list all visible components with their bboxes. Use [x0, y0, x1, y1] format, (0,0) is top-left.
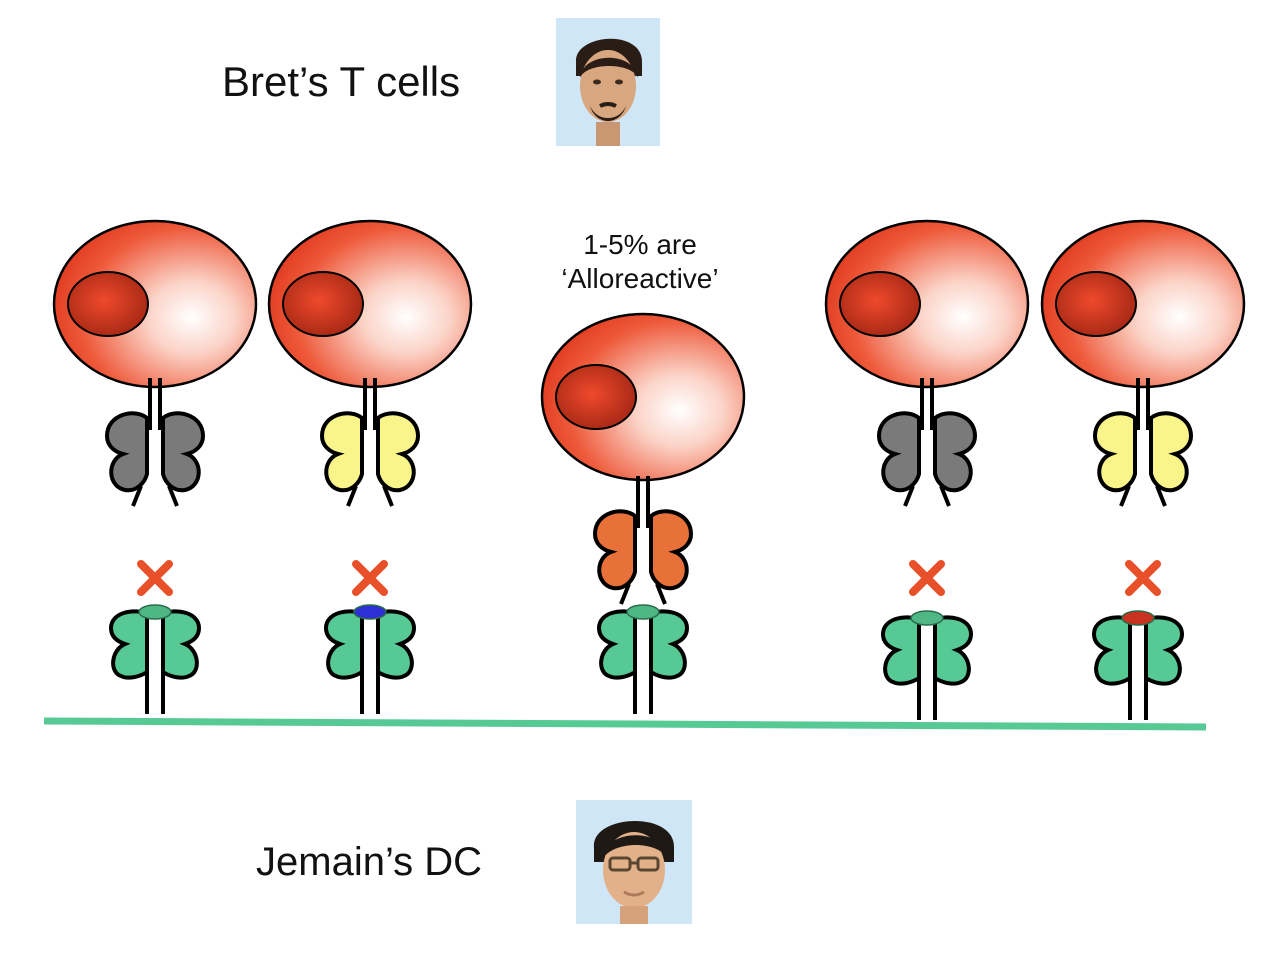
t-cell-2: [267, 219, 473, 389]
mhc-molecule-2: [323, 604, 417, 714]
mhc-molecule-1: [108, 604, 202, 714]
t-cell-receptor-3-stem: [636, 476, 650, 528]
t-cell-receptor-1-stem: [148, 378, 162, 430]
mhc-molecule-3-left-domain: [596, 609, 637, 680]
mhc-molecule-2-anchor: [360, 672, 380, 714]
t-cell-4: [824, 219, 1030, 389]
alloreactive-note-line2: ‘Alloreactive’: [561, 263, 719, 294]
alloreactive-note: 1-5% are ‘Alloreactive’: [540, 228, 740, 296]
t-cell-receptor-5-tails: [1119, 485, 1167, 507]
alloreactive-note-line1: 1-5% are: [583, 229, 697, 260]
t-cell-3: [540, 312, 746, 482]
mhc-molecule-5-peptide: [1121, 610, 1155, 626]
mhc-molecule-1-anchor: [145, 672, 165, 714]
t-cell-receptor-3: [592, 476, 694, 605]
t-cell-receptor-2: [319, 378, 421, 507]
dc-membrane: [43, 717, 1207, 731]
t-cell-receptor-5: [1092, 378, 1194, 507]
t-cell-receptor-5-left-lobe: [1092, 411, 1137, 493]
t-cells-label: Bret’s T cells: [222, 58, 461, 105]
mhc-molecule-4-left-domain: [880, 615, 921, 686]
t-cell-receptor-4-right-lobe: [933, 411, 978, 493]
t-cell-nucleus-4: [839, 271, 921, 337]
man-with-glasses-face-icon: [576, 800, 692, 924]
mhc-molecule-3-peptide: [626, 604, 660, 620]
no-binding-x-icon-5: [1125, 560, 1161, 596]
t-cell-5: [1040, 219, 1246, 389]
mhc-molecule-1-right-domain: [161, 609, 202, 680]
no-binding-x-icon-1: [137, 560, 173, 596]
bret-portrait: [556, 18, 660, 146]
t-cell-nucleus-1: [67, 271, 149, 337]
jemain-portrait: [576, 800, 692, 924]
t-cell-receptor-1-right-lobe: [161, 411, 206, 493]
bearded-man-face-icon: [556, 18, 660, 146]
t-cell-receptor-2-stem: [363, 378, 377, 430]
mhc-molecule-2-left-domain: [323, 609, 364, 680]
t-cell-receptor-2-right-lobe: [376, 411, 421, 493]
mhc-molecule-5-anchor: [1128, 678, 1148, 720]
t-cell-nucleus-2: [282, 271, 364, 337]
mhc-molecule-4-peptide: [910, 610, 944, 626]
t-cell-receptor-4-stem: [920, 378, 934, 430]
dc-label: Jemain’s DC: [256, 840, 482, 884]
mhc-molecule-3: [596, 604, 690, 714]
t-cell-nucleus-5: [1055, 271, 1137, 337]
mhc-molecule-2-right-domain: [376, 609, 417, 680]
mhc-molecule-5-right-domain: [1144, 615, 1185, 686]
t-cell-1: [52, 219, 258, 389]
mhc-molecule-4: [880, 610, 974, 720]
mhc-molecule-5: [1091, 610, 1185, 720]
t-cell-receptor-4-left-lobe: [876, 411, 921, 493]
t-cell-receptor-4-tails: [903, 485, 951, 507]
t-cell-receptor-5-stem: [1136, 378, 1150, 430]
t-cell-receptor-2-tails: [346, 485, 394, 507]
no-binding-x-icon-4: [909, 560, 945, 596]
mhc-molecule-1-left-domain: [108, 609, 149, 680]
mhc-molecule-1-peptide: [138, 604, 172, 620]
mhc-molecule-4-anchor: [917, 678, 937, 720]
mhc-molecule-3-right-domain: [649, 609, 690, 680]
t-cell-receptor-3-left-lobe: [592, 509, 637, 591]
t-cell-receptor-2-left-lobe: [319, 411, 364, 493]
t-cell-receptor-3-right-lobe: [649, 509, 694, 591]
t-cell-receptor-1-tails: [131, 485, 179, 507]
t-cell-receptor-1-left-lobe: [104, 411, 149, 493]
mhc-molecule-2-peptide: [353, 604, 387, 620]
mhc-molecule-4-right-domain: [933, 615, 974, 686]
t-cell-receptor-3-tails: [619, 583, 667, 605]
no-binding-x-icon-2: [352, 560, 388, 596]
mhc-molecule-3-anchor: [633, 672, 653, 714]
t-cell-receptor-5-right-lobe: [1149, 411, 1194, 493]
mhc-molecule-5-left-domain: [1091, 615, 1132, 686]
t-cell-receptor-4: [876, 378, 978, 507]
t-cell-receptor-1: [104, 378, 206, 507]
t-cell-nucleus-3: [555, 364, 637, 430]
